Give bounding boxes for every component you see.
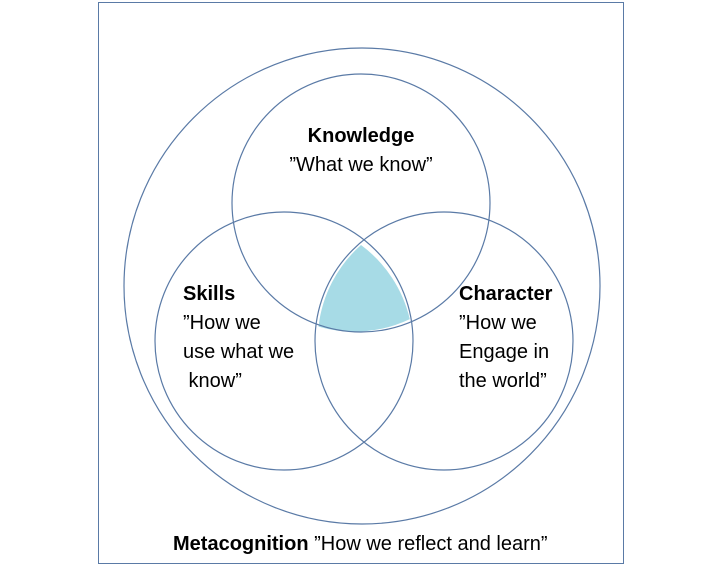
- metacognition-subtitle: ”How we reflect and learn”: [314, 533, 548, 555]
- knowledge-circle: [231, 73, 491, 333]
- skills-subtitle: ”How we use what we know”: [183, 312, 295, 392]
- skills-circle: [154, 211, 414, 471]
- metacognition-title: Metacognition: [173, 533, 309, 555]
- character-circle: [314, 211, 574, 471]
- metacognition-circle: [123, 47, 601, 525]
- character-subtitle: ”How we Engage in the world”: [459, 312, 550, 392]
- center-intersection: [318, 245, 410, 332]
- metacognition-label: Metacognition ”How we reflect and learn”: [173, 530, 548, 559]
- diagram-frame: [98, 2, 624, 564]
- skills-title: Skills: [183, 283, 236, 305]
- character-title: Character: [459, 283, 553, 305]
- knowledge-subtitle: ”What we know”: [289, 154, 433, 176]
- knowledge-title: Knowledge: [307, 125, 415, 147]
